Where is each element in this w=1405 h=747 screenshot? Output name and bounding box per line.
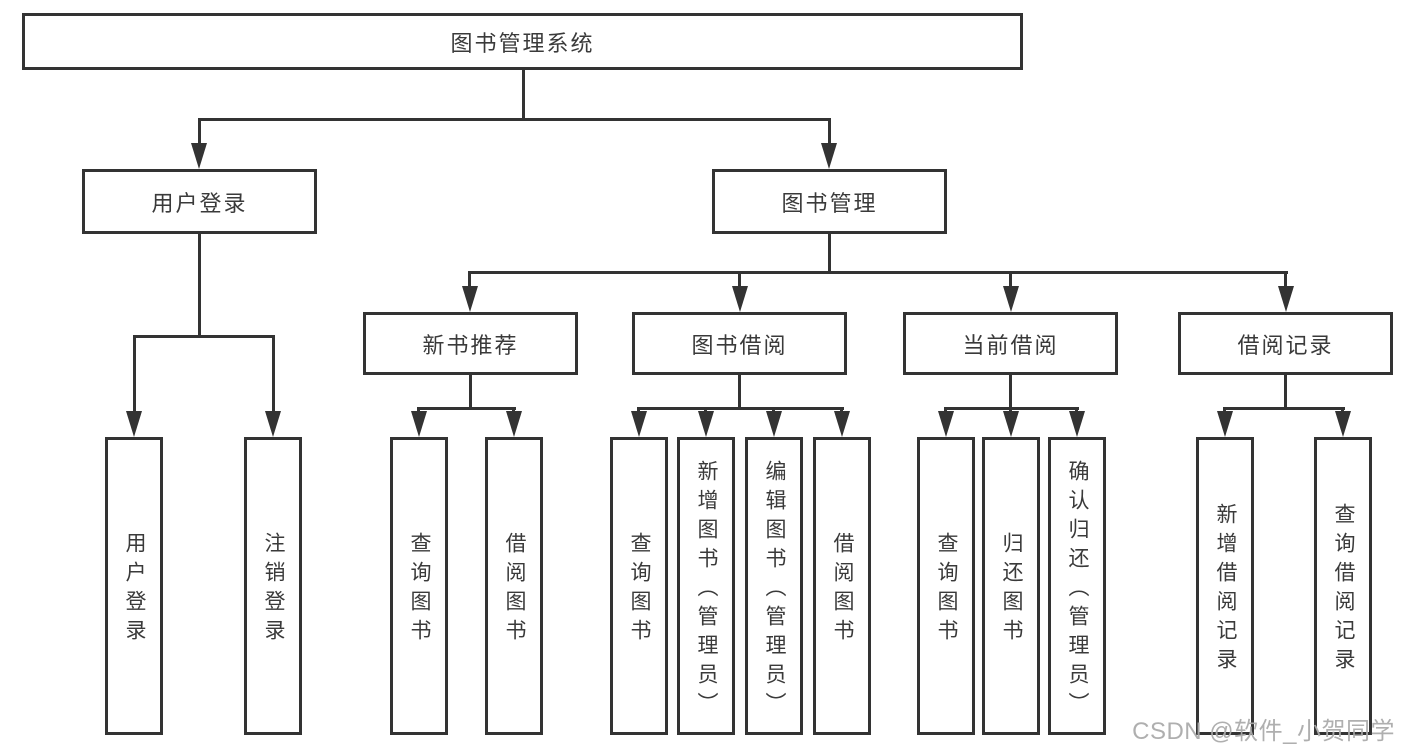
arrowhead-down-icon bbox=[1069, 411, 1085, 437]
leaf-br-query-record-label: 查询借阅记录 bbox=[1332, 503, 1355, 677]
leaf-bb-add-books-admin-label: 新增图书（管理员） bbox=[695, 459, 718, 721]
node-new-book-recommend: 新书推荐 bbox=[363, 312, 578, 375]
edge-login-leaf-arm bbox=[133, 335, 136, 415]
leaf-user-login-label: 用户登录 bbox=[123, 532, 146, 648]
leaf-logout-label: 注销登录 bbox=[262, 532, 285, 648]
arrowhead-down-icon bbox=[938, 411, 954, 437]
edge-current-borrow-stub bbox=[1009, 271, 1012, 288]
arrowhead-down-icon bbox=[1003, 286, 1019, 312]
node-user-login-label: 用户登录 bbox=[151, 190, 248, 216]
edge-groupD-bar bbox=[1223, 407, 1345, 410]
leaf-user-login: 用户登录 bbox=[105, 437, 163, 735]
edge-book-borrow-stub bbox=[738, 271, 741, 288]
node-current-borrowing-label: 当前借阅 bbox=[962, 332, 1059, 358]
csdn-watermark: CSDN @软件_小贺同学 bbox=[1132, 718, 1395, 745]
leaf-bb-borrow-books-label: 借阅图书 bbox=[831, 532, 854, 648]
leaf-cb-return-books: 归还图书 bbox=[982, 437, 1040, 735]
arrowhead-down-icon bbox=[411, 411, 427, 437]
edge-user-login-stub bbox=[198, 118, 201, 147]
node-book-management: 图书管理 bbox=[712, 169, 947, 234]
edge-level2-bar bbox=[469, 271, 1288, 274]
arrowhead-down-icon bbox=[1217, 411, 1233, 437]
edge-user-login-bar bbox=[133, 335, 275, 338]
edge-book-mgmt-stem bbox=[828, 234, 831, 274]
arrowhead-down-icon bbox=[126, 411, 142, 437]
node-library-management-system: 图书管理系统 bbox=[22, 13, 1023, 70]
leaf-br-query-record: 查询借阅记录 bbox=[1314, 437, 1372, 735]
edge-groupC-bar bbox=[945, 407, 1079, 410]
edge-new-book-stub bbox=[468, 271, 471, 288]
leaf-rec-borrow-books-label: 借阅图书 bbox=[503, 532, 526, 648]
leaf-bb-add-books-admin: 新增图书（管理员） bbox=[677, 437, 735, 735]
node-borrowing-records: 借阅记录 bbox=[1178, 312, 1393, 375]
leaf-rec-query-books-label: 查询图书 bbox=[408, 532, 431, 648]
arrowhead-down-icon bbox=[732, 286, 748, 312]
edge-user-login-stem bbox=[198, 234, 201, 337]
node-book-borrowing: 图书借阅 bbox=[632, 312, 847, 375]
leaf-rec-query-books: 查询图书 bbox=[390, 437, 448, 735]
leaf-cb-confirm-return-admin: 确认归还（管理员） bbox=[1048, 437, 1106, 735]
edge-groupA-bar bbox=[418, 407, 516, 410]
arrowhead-down-icon bbox=[821, 143, 837, 169]
leaf-bb-borrow-books: 借阅图书 bbox=[813, 437, 871, 735]
leaf-bb-query-books-label: 查询图书 bbox=[628, 532, 651, 648]
arrowhead-down-icon bbox=[191, 143, 207, 169]
edge-level1-bar bbox=[198, 118, 831, 121]
node-current-borrowing: 当前借阅 bbox=[903, 312, 1118, 375]
arrowhead-down-icon bbox=[1335, 411, 1351, 437]
leaf-logout: 注销登录 bbox=[244, 437, 302, 735]
edge-groupB-stem bbox=[738, 375, 741, 408]
arrowhead-down-icon bbox=[698, 411, 714, 437]
arrowhead-down-icon bbox=[766, 411, 782, 437]
node-book-management-label: 图书管理 bbox=[781, 190, 878, 216]
edge-borrow-record-stub bbox=[1284, 271, 1287, 288]
node-book-borrowing-label: 图书借阅 bbox=[691, 332, 788, 358]
arrowhead-down-icon bbox=[834, 411, 850, 437]
leaf-rec-borrow-books: 借阅图书 bbox=[485, 437, 543, 735]
arrowhead-down-icon bbox=[265, 411, 281, 437]
arrowhead-down-icon bbox=[462, 286, 478, 312]
leaf-br-add-record-label: 新增借阅记录 bbox=[1214, 503, 1237, 677]
leaf-br-add-record: 新增借阅记录 bbox=[1196, 437, 1254, 735]
arrowhead-down-icon bbox=[631, 411, 647, 437]
leaf-cb-query-books-label: 查询图书 bbox=[935, 532, 958, 648]
edge-logout-leaf-arm bbox=[272, 335, 275, 415]
leaf-bb-edit-books-admin: 编辑图书（管理员） bbox=[745, 437, 803, 735]
edge-groupD-stem bbox=[1284, 375, 1287, 408]
edge-root-stem bbox=[522, 70, 525, 119]
leaf-cb-confirm-return-admin-label: 确认归还（管理员） bbox=[1066, 459, 1089, 721]
arrowhead-down-icon bbox=[1278, 286, 1294, 312]
edge-book-mgmt-stub bbox=[828, 118, 831, 147]
node-new-book-recommend-label: 新书推荐 bbox=[422, 332, 519, 358]
node-library-management-system-label: 图书管理系统 bbox=[450, 30, 595, 56]
arrowhead-down-icon bbox=[1003, 411, 1019, 437]
leaf-cb-return-books-label: 归还图书 bbox=[1000, 532, 1023, 648]
leaf-bb-edit-books-admin-label: 编辑图书（管理员） bbox=[763, 459, 786, 721]
edge-groupB-bar bbox=[638, 407, 844, 410]
leaf-cb-query-books: 查询图书 bbox=[917, 437, 975, 735]
edge-groupC-stem bbox=[1009, 375, 1012, 408]
arrowhead-down-icon bbox=[506, 411, 522, 437]
leaf-bb-query-books: 查询图书 bbox=[610, 437, 668, 735]
node-user-login: 用户登录 bbox=[82, 169, 317, 234]
node-borrowing-records-label: 借阅记录 bbox=[1237, 332, 1334, 358]
edge-groupA-stem bbox=[469, 375, 472, 408]
